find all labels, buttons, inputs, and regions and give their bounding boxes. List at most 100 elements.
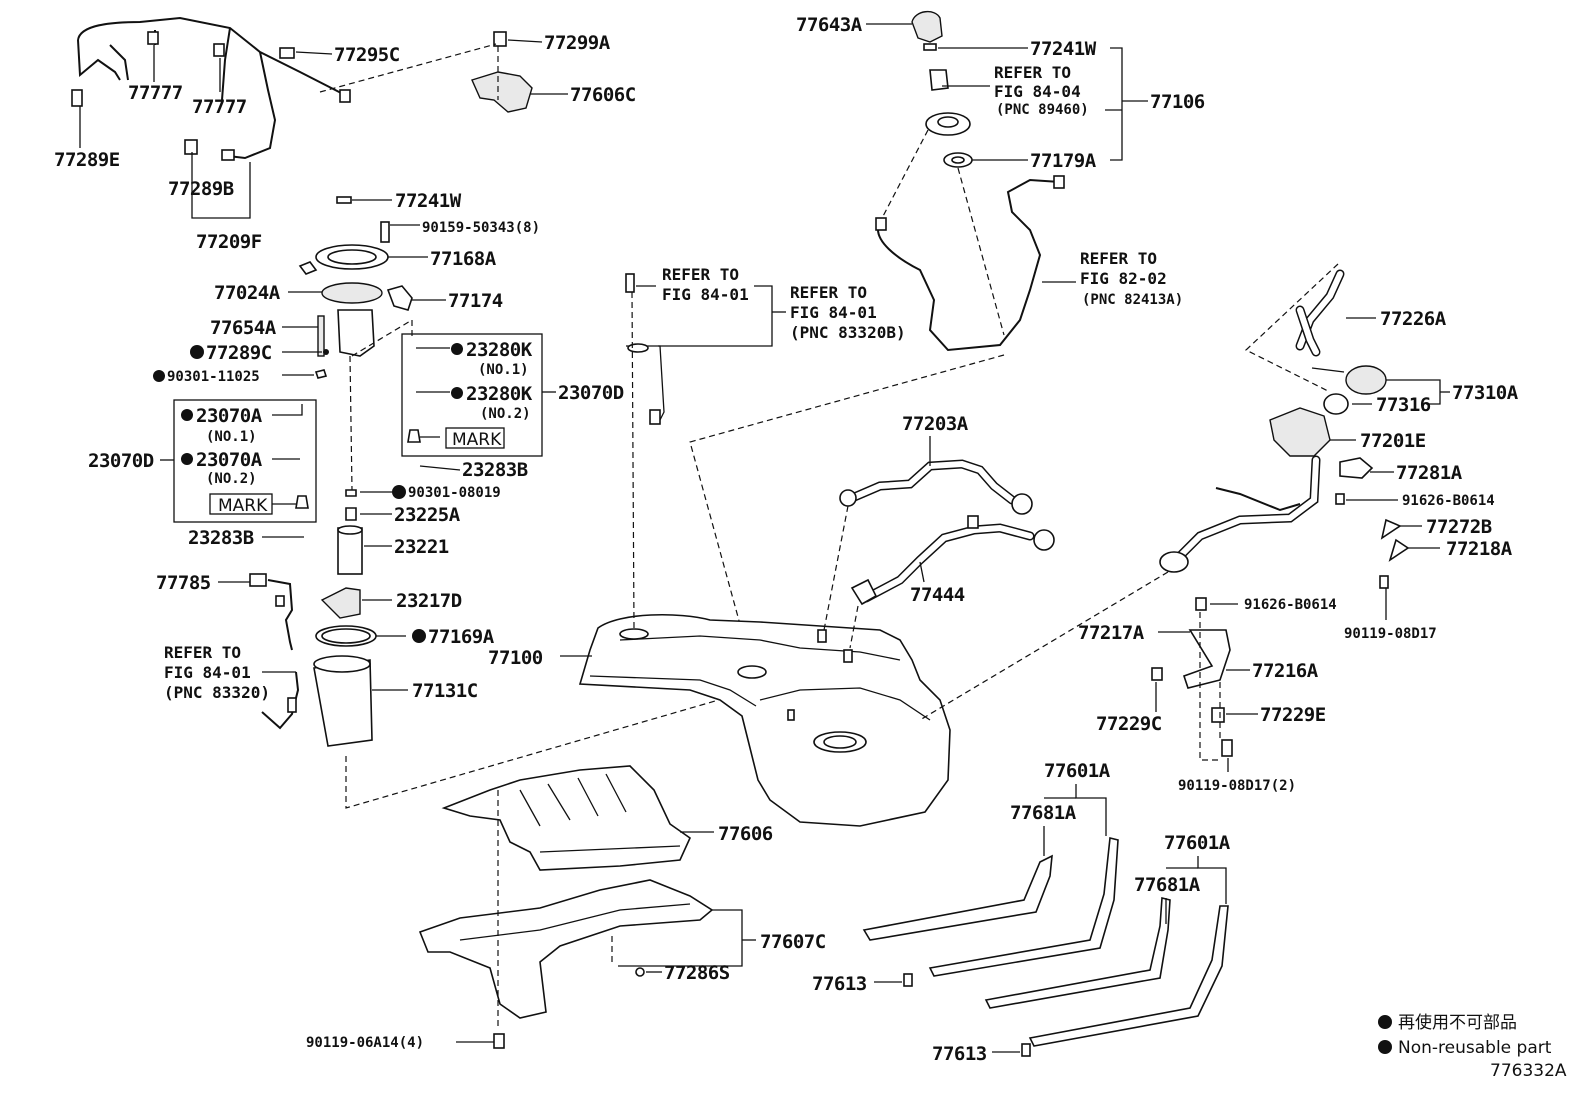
kit-box-left xyxy=(173,399,317,523)
label-90159-50343: 90159-50343(8) xyxy=(422,220,540,236)
label-23070A-2: 23070A xyxy=(196,449,263,471)
label-77179A: 77179A xyxy=(1030,150,1097,172)
label-77613-b: 77613 xyxy=(932,1043,987,1065)
label-90119-06A14: 90119-06A14(4) xyxy=(306,1035,424,1051)
fuel-pump-stack xyxy=(298,196,413,747)
label-77289E: 77289E xyxy=(54,149,120,171)
legend-dot-jp xyxy=(1378,1015,1392,1029)
label-23070A-1: 23070A xyxy=(196,405,263,427)
label-23217D: 23217D xyxy=(396,590,462,612)
ref3-line1: REFER TO xyxy=(662,265,739,284)
label-77106: 77106 xyxy=(1150,91,1205,113)
label-77272B: 77272B xyxy=(1426,516,1492,538)
label-90301-08019: 90301-08019 xyxy=(408,485,501,501)
label-23283B-a: 23283B xyxy=(462,459,528,481)
wire-harness-group xyxy=(71,16,533,161)
bracket-group xyxy=(1151,597,1233,757)
ref2-line1: REFER TO xyxy=(1080,249,1157,268)
label-77299A: 77299A xyxy=(544,32,611,54)
label-23280K-1: 23280K xyxy=(466,339,533,361)
label-23280K-2: 23280K xyxy=(466,383,533,405)
label-90301-11025: 90301-11025 xyxy=(167,369,260,385)
label-77654A: 77654A xyxy=(210,317,277,339)
ref5-line2: FIG 84-01 xyxy=(164,663,251,682)
label-no2-a: (NO.2) xyxy=(480,406,531,422)
label-77229C: 77229C xyxy=(1096,713,1162,735)
ref1-line1: REFER TO xyxy=(994,63,1071,82)
fuel-tank xyxy=(578,614,951,827)
label-no2-b: (NO.2) xyxy=(206,471,257,487)
label-77281A: 77281A xyxy=(1396,462,1463,484)
non-reusable-dot xyxy=(190,345,204,359)
diagram-id: 776332A xyxy=(1490,1061,1567,1081)
label-77217A: 77217A xyxy=(1078,622,1145,644)
sender-group xyxy=(911,11,973,168)
label-77607C: 77607C xyxy=(760,931,826,953)
ref2-line3: (PNC 82413A) xyxy=(1082,292,1183,308)
ref4-line3: (PNC 83320B) xyxy=(790,323,906,342)
label-77201E: 77201E xyxy=(1360,430,1426,452)
label-no1-b: (NO.1) xyxy=(206,429,257,445)
label-77777-b: 77777 xyxy=(192,96,247,118)
ref1-line2: FIG 84-04 xyxy=(994,82,1081,101)
label-77168A: 77168A xyxy=(430,248,497,270)
label-77613-a: 77613 xyxy=(812,973,867,995)
ref4-line2: FIG 84-01 xyxy=(790,303,877,322)
label-23225A: 23225A xyxy=(394,504,461,526)
legend-dot-en xyxy=(1378,1040,1392,1054)
label-77218A: 77218A xyxy=(1446,538,1513,560)
ref5-line3: (PNC 83320) xyxy=(164,683,270,702)
label-77643A: 77643A xyxy=(796,14,863,36)
ref1-line3: (PNC 89460) xyxy=(996,102,1089,118)
legend-jp: 再使用不可部品 xyxy=(1398,1012,1517,1033)
label-23283B-b: 23283B xyxy=(188,527,254,549)
label-77681A-b: 77681A xyxy=(1134,874,1201,896)
label-90119-08D17-2: 90119-08D17(2) xyxy=(1178,778,1296,794)
kit-box-right xyxy=(401,333,543,457)
mark-label-a: MARK xyxy=(452,430,502,450)
label-77601A-b: 77601A xyxy=(1164,832,1231,854)
label-77241W: 77241W xyxy=(395,190,462,212)
non-reusable-dot xyxy=(153,370,165,382)
label-77209F: 77209F xyxy=(196,231,262,253)
label-77286S: 77286S xyxy=(664,962,730,984)
label-23070D-left: 23070D xyxy=(88,450,154,472)
label-23221: 23221 xyxy=(394,536,449,558)
label-77606: 77606 xyxy=(718,823,773,845)
label-77216A: 77216A xyxy=(1252,660,1319,682)
label-77024A: 77024A xyxy=(214,282,281,304)
ref4-line1: REFER TO xyxy=(790,283,867,302)
label-77444: 77444 xyxy=(910,584,965,606)
label-23070D-right: 23070D xyxy=(558,382,624,404)
label-77226A: 77226A xyxy=(1380,308,1447,330)
label-77131C: 77131C xyxy=(412,680,478,702)
label-77601A-a: 77601A xyxy=(1044,760,1111,782)
label-77606C: 77606C xyxy=(570,84,636,106)
label-90119-08D17: 90119-08D17 xyxy=(1344,626,1437,642)
label-91626-B0614-b: 91626-B0614 xyxy=(1244,597,1337,613)
label-77174: 77174 xyxy=(448,290,503,312)
label-77289C: 77289C xyxy=(206,342,272,364)
ref2-line2: FIG 82-02 xyxy=(1080,269,1167,288)
ref5-line1: REFER TO xyxy=(164,643,241,662)
label-77295C: 77295C xyxy=(334,44,400,66)
label-77777-a: 77777 xyxy=(128,82,183,104)
label-77229E: 77229E xyxy=(1260,704,1326,726)
label-77100: 77100 xyxy=(488,647,543,669)
heat-shields xyxy=(418,765,714,1019)
mark-label-b: MARK xyxy=(218,496,268,516)
tank-straps xyxy=(862,837,1229,1057)
label-77681A-a: 77681A xyxy=(1010,802,1077,824)
label-no1-a: (NO.1) xyxy=(478,362,529,378)
legend-en: Non-reusable part xyxy=(1398,1038,1552,1058)
label-77169A: 77169A xyxy=(428,626,495,648)
label-77241W-top: 77241W xyxy=(1030,38,1097,60)
label-91626-B0614-a: 91626-B0614 xyxy=(1402,493,1495,509)
label-77203A: 77203A xyxy=(902,413,969,435)
ref3-line2: FIG 84-01 xyxy=(662,285,749,304)
label-77785: 77785 xyxy=(156,572,211,594)
label-77310A: 77310A xyxy=(1452,382,1519,404)
label-77316: 77316 xyxy=(1376,394,1431,416)
